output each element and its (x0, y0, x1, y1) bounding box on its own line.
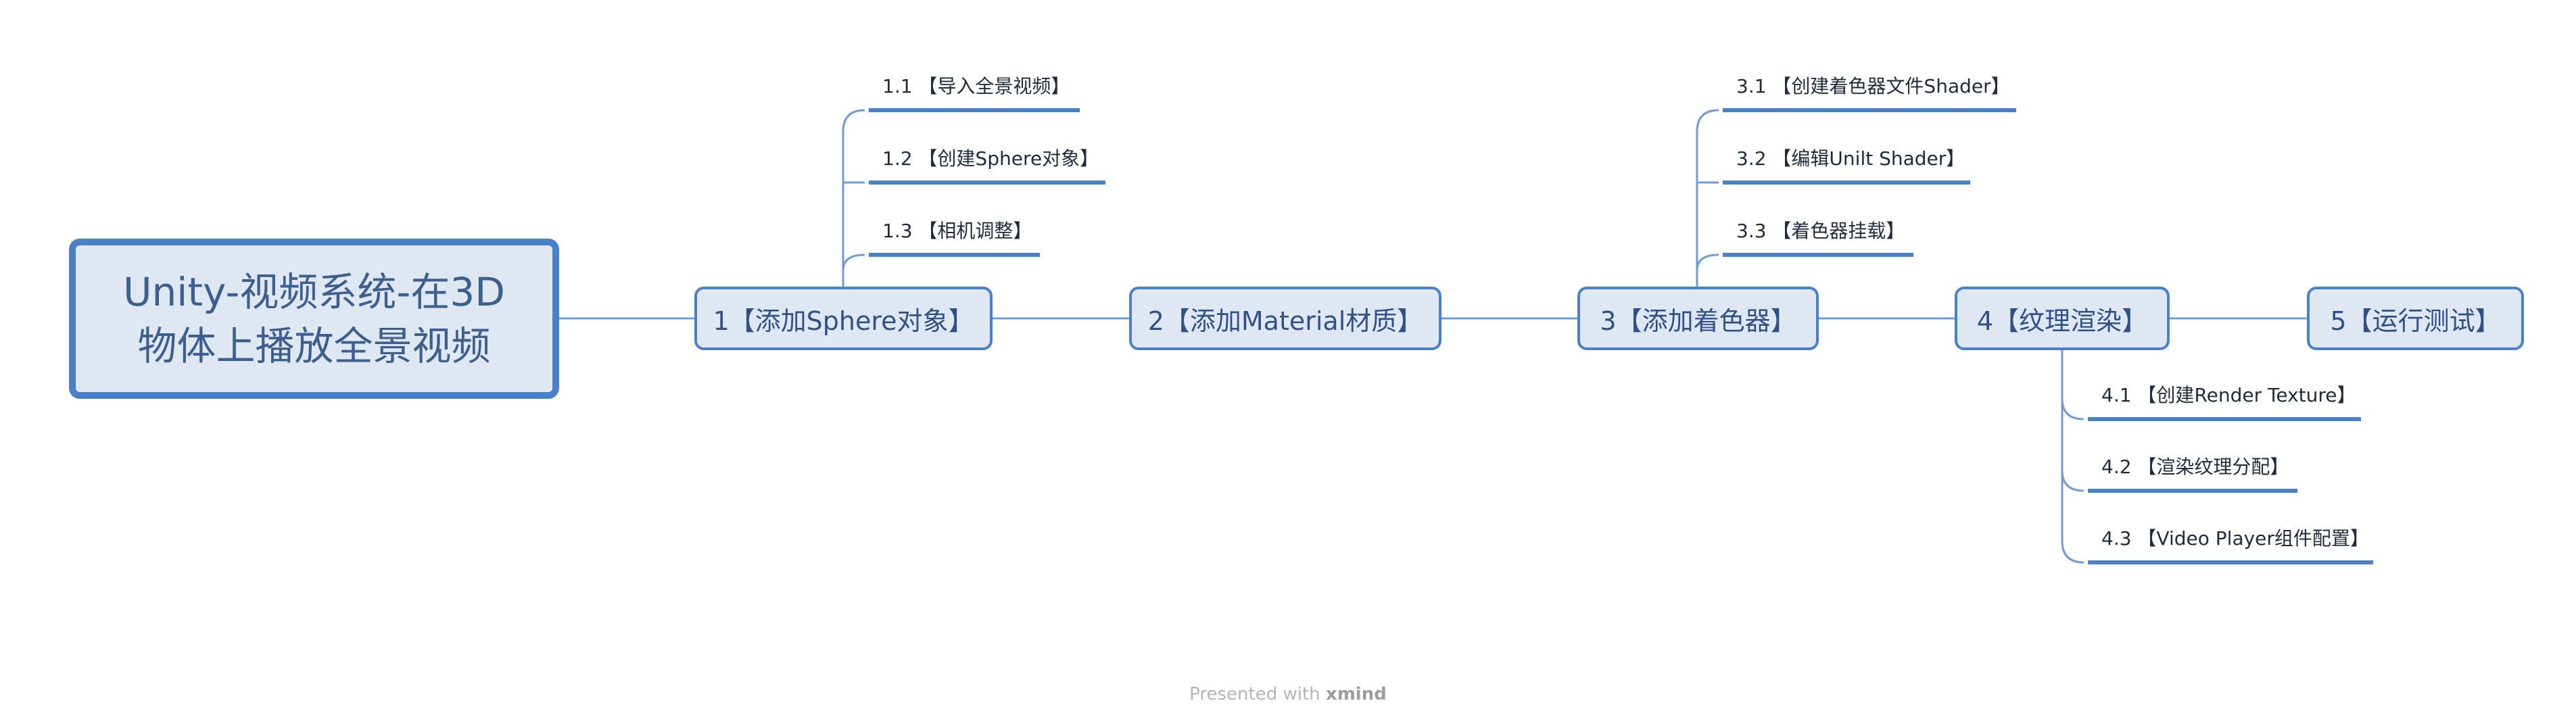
topic-3-label: 3【添加着色器】 (1600, 306, 1796, 336)
topic-1-label: 1【添加Sphere对象】 (713, 306, 974, 336)
presented-with-footer: Presented with xmind (0, 684, 2576, 704)
subtopic-4-1-label: 4.1 【创建Render Texture】 (2101, 384, 2356, 406)
subtopic-3-3-label: 3.3 【着色器挂载】 (1736, 220, 1905, 242)
subtopic-1-3[interactable]: 1.3 【相机调整】 (869, 216, 1040, 257)
topic-2-label: 2【添加Material材质】 (1147, 306, 1423, 336)
root-topic[interactable]: Unity-视频系统-在3D 物体上播放全景视频 (69, 239, 559, 399)
subtopic-4-3[interactable]: 4.3 【Video Player组件配置】 (2088, 524, 2373, 564)
topic-1[interactable]: 1【添加Sphere对象】 (694, 287, 993, 350)
footer-prefix: Presented with (1189, 684, 1320, 704)
subtopic-4-2[interactable]: 4.2 【渲染纹理分配】 (2088, 452, 2297, 493)
subtopic-1-1[interactable]: 1.1 【导入全景视频】 (869, 72, 1080, 112)
subtopic-4-2-label: 4.2 【渲染纹理分配】 (2101, 456, 2289, 478)
subtopic-3-1-label: 3.1 【创建着色器文件Shader】 (1736, 75, 2010, 97)
subtopic-3-1[interactable]: 3.1 【创建着色器文件Shader】 (1723, 72, 2016, 112)
subtopic-1-2[interactable]: 1.2 【创建Sphere对象】 (869, 144, 1105, 185)
topic-2[interactable]: 2【添加Material材质】 (1129, 287, 1441, 350)
topic-5[interactable]: 5【运行测试】 (2307, 287, 2524, 350)
root-title-line-1: Unity-视频系统-在3D (123, 268, 505, 315)
subtopic-1-1-label: 1.1 【导入全景视频】 (882, 75, 1070, 97)
subtopic-3-2-label: 3.2 【编辑Unilt Shader】 (1736, 147, 1965, 170)
topic-4[interactable]: 4【纹理渲染】 (1955, 287, 2170, 350)
topic-4-label: 4【纹理渲染】 (1976, 306, 2148, 336)
subtopic-4-1[interactable]: 4.1 【创建Render Texture】 (2088, 381, 2361, 421)
subtopic-1-3-label: 1.3 【相机调整】 (882, 220, 1032, 242)
root-title-line-2: 物体上播放全景视频 (137, 322, 491, 369)
topic-5-label: 5【运行测试】 (2330, 306, 2501, 336)
topic-3[interactable]: 3【添加着色器】 (1577, 287, 1819, 350)
subtopic-3-2[interactable]: 3.2 【编辑Unilt Shader】 (1723, 144, 1970, 185)
xmind-brand: xmind (1325, 684, 1387, 704)
subtopic-1-2-label: 1.2 【创建Sphere对象】 (882, 147, 1099, 170)
subtopic-4-3-label: 4.3 【Video Player组件配置】 (2101, 527, 2369, 550)
subtopic-3-3[interactable]: 3.3 【着色器挂载】 (1723, 216, 1913, 257)
